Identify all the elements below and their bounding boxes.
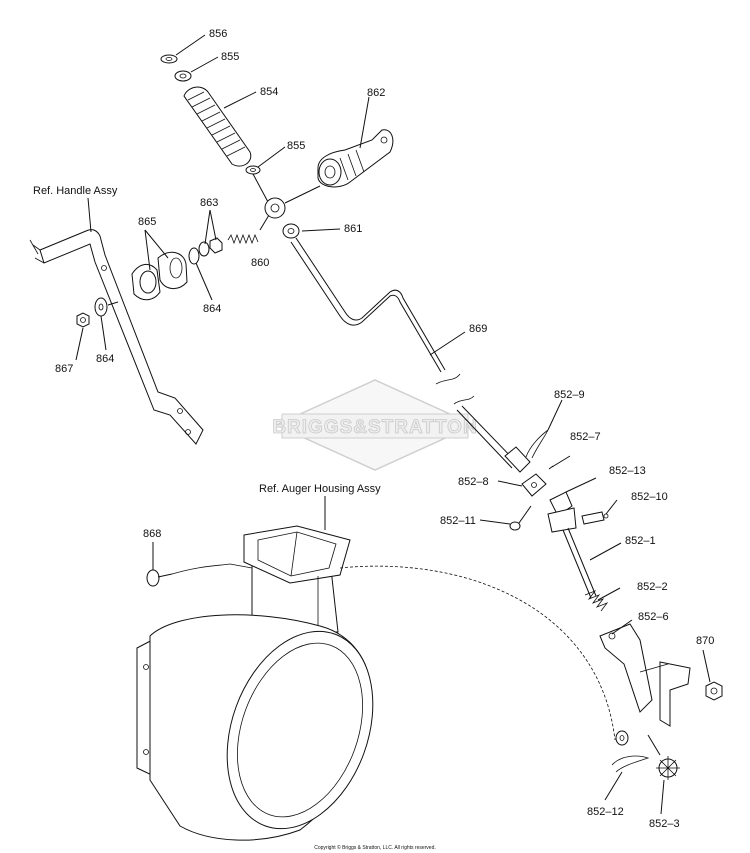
yoke-852-13-drawing [547, 477, 597, 533]
pin-852-10-drawing [581, 511, 609, 525]
pin-852-7-drawing [548, 455, 571, 470]
label-852-6: 852–6 [638, 611, 669, 623]
nut-867-drawing [76, 312, 90, 328]
label-852-13: 852–13 [609, 465, 646, 477]
part-labels: 856 855 854 855 862 861 865 863 860 864 … [55, 28, 714, 830]
label-865: 865 [138, 216, 156, 228]
spring-852-2-drawing [584, 590, 609, 612]
clip-852-12-drawing [611, 755, 650, 773]
washer-864-lower-drawing [94, 297, 119, 317]
washer-855-upper-drawing [174, 70, 192, 82]
label-852-3: 852–3 [649, 818, 680, 830]
rod-869-drawing [282, 223, 531, 473]
washer-855-lower-drawing [245, 165, 261, 175]
label-867: 867 [55, 363, 73, 375]
label-864-lower: 864 [96, 353, 114, 365]
washers-863-drawing [198, 237, 223, 257]
copyright-notice: Copyright © Briggs & Stratton, LLC. All … [314, 844, 436, 851]
label-862: 862 [367, 87, 385, 99]
clevis-852-8-drawing [521, 473, 547, 497]
watermark-text: BRIGGS&STRATTON [272, 417, 477, 438]
reference-labels: Ref. Handle Assy Ref. Auger Housing Assy [33, 185, 381, 495]
label-852-1: 852–1 [625, 535, 656, 547]
auger-housing-drawing [136, 525, 616, 841]
label-869: 869 [469, 323, 487, 335]
lever-862-drawing [317, 129, 394, 188]
label-861: 861 [344, 223, 362, 235]
bolt-868-drawing [146, 563, 253, 587]
label-855-lower: 855 [287, 140, 305, 152]
label-854: 854 [260, 86, 278, 98]
washer-lower-drawing [615, 730, 629, 746]
label-864-upper: 864 [203, 303, 221, 315]
bracket-852-6-drawing [599, 623, 691, 727]
brand-watermark: BRIGGS&STRATTON [272, 379, 477, 471]
label-852-10: 852–10 [631, 491, 668, 503]
label-852-9: 852–9 [554, 389, 585, 401]
label-855-upper: 855 [221, 51, 239, 63]
grip-854-drawing [183, 86, 252, 167]
washer-864-upper-drawing [188, 247, 200, 265]
label-852-12: 852–12 [587, 806, 624, 818]
label-863: 863 [200, 197, 218, 209]
label-852-7: 852–7 [570, 431, 601, 443]
label-852-11: 852–11 [440, 515, 476, 527]
rod-852-1-drawing [562, 527, 597, 599]
pivot-block-865-drawing [131, 251, 188, 301]
label-852-2: 852–2 [637, 581, 668, 593]
gear-852-3-drawing [647, 734, 680, 780]
bolt-852-11-drawing [509, 505, 532, 531]
hairpin-852-9-drawing [525, 429, 549, 459]
washer-856-drawing [160, 54, 178, 64]
ref-handle-assy: Ref. Handle Assy [33, 185, 118, 197]
handle-bracket-drawing [29, 229, 204, 445]
leader-lines [75, 34, 711, 815]
cross-pivot-drawing [252, 173, 321, 219]
label-856: 856 [209, 28, 227, 40]
label-852-8: 852–8 [458, 476, 489, 488]
ref-auger-housing-assy: Ref. Auger Housing Assy [259, 483, 381, 495]
label-870: 870 [696, 635, 714, 647]
spring-860-drawing [227, 214, 270, 245]
nut-870-drawing [705, 681, 723, 701]
label-860: 860 [251, 257, 269, 269]
label-868: 868 [143, 528, 161, 540]
